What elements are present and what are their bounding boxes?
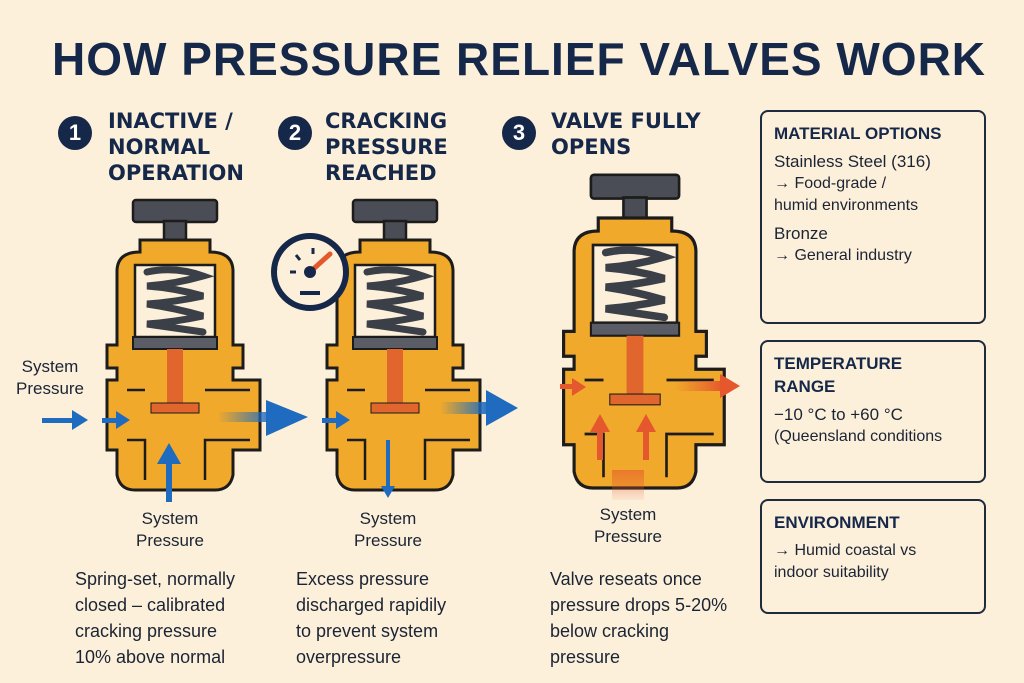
material-options-panel: MATERIAL OPTIONS Stainless Steel (316) →…: [760, 110, 986, 324]
material-bronze: Bronze: [774, 224, 828, 243]
material-stainless: Stainless Steel (316): [774, 152, 931, 171]
temperature-note: (Queensland conditions: [774, 428, 943, 445]
environment-panel: ENVIRONMENT → Humid coastal vs indoor su…: [760, 499, 986, 614]
temperature-range-panel: TEMPERATURE RANGE −10 °C to +60 °C (Quee…: [760, 340, 986, 483]
step-2-bottom-label: System Pressure: [353, 509, 423, 550]
step-2-description: Excess pressure discharged rapidily to p…: [296, 569, 447, 667]
step-1-description: Spring-set, normally closed – calibrated…: [75, 569, 236, 667]
step-3-number: 3: [502, 116, 536, 150]
step-1-number: 1: [58, 116, 92, 150]
flow-arrows-valve-1: [42, 400, 308, 502]
step-1-heading: INACTIVE / NORMAL OPERATION: [108, 109, 244, 185]
page-title: HOW PRESSURE RELIEF VALVES WORK: [52, 33, 987, 85]
valve-2-illustration: [327, 200, 480, 490]
flow-arrows-valve-2: [322, 390, 518, 498]
step-1-bottom-label: System Pressure: [135, 509, 205, 550]
environment-detail: → Humid coastal vs indoor suitability: [774, 542, 917, 581]
temperature-heading: TEMPERATURE RANGE: [774, 354, 903, 396]
side-pressure-label: System Pressure: [15, 357, 85, 398]
material-options-heading: MATERIAL OPTIONS: [774, 124, 942, 143]
temperature-range-value: −10 °C to +60 °C: [774, 405, 903, 424]
material-stainless-detail: → Food-grade / humid environments: [774, 175, 919, 214]
valve-1-illustration: [107, 200, 260, 490]
step-3-heading: VALVE FULLY OPENS: [551, 109, 701, 159]
environment-heading: ENVIRONMENT: [774, 513, 900, 532]
material-bronze-detail: → General industry: [774, 247, 912, 264]
step-2-number: 2: [278, 116, 312, 150]
flow-arrows-valve-3: [560, 374, 740, 500]
step-3-description: Valve reseats once pressure drops 5-20% …: [550, 569, 728, 667]
step-3-bottom-label: System Pressure: [593, 505, 663, 546]
step-2-heading: CRACKING PRESSURE REACHED: [325, 109, 448, 185]
gauge-icon: [271, 233, 349, 311]
